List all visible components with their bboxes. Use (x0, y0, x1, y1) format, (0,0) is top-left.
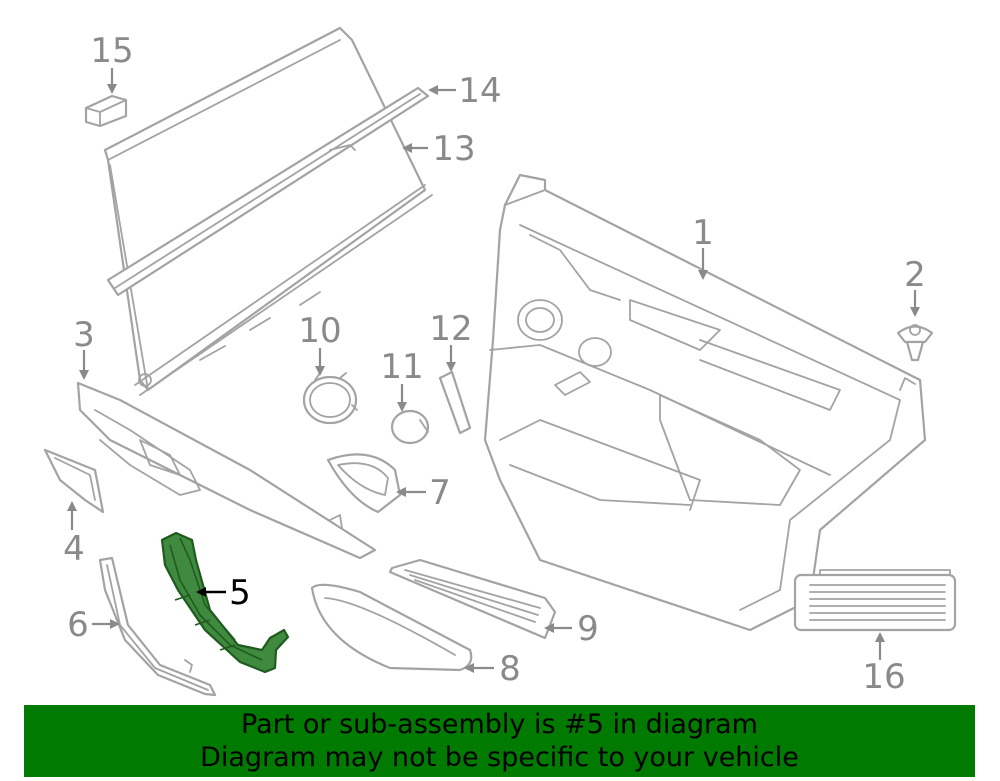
banner-line-2: Diagram may not be specific to your vehi… (200, 742, 799, 773)
callout-8: 8 (499, 649, 521, 689)
callout-6: 6 (67, 605, 89, 645)
callout-7: 7 (429, 473, 451, 513)
callout-11: 11 (380, 347, 423, 387)
leader-lines (67, 68, 920, 673)
part-1-door-panel (483, 173, 927, 632)
callout-15: 15 (90, 31, 133, 71)
callout-3: 3 (73, 315, 95, 355)
part-12-strip (438, 370, 472, 435)
part-15-clip (84, 94, 128, 128)
part-4-bezel (43, 448, 105, 514)
part-2-push-clip (896, 324, 934, 362)
part-3-trim-strip (76, 381, 377, 560)
callout-10: 10 (298, 311, 341, 351)
callout-16: 16 (862, 657, 905, 697)
part-14-rail (106, 86, 430, 297)
info-banner: Part or sub-assembly is #5 in diagram Di… (24, 705, 975, 777)
callout-1: 1 (692, 213, 714, 253)
callout-4: 4 (63, 529, 85, 569)
part-16-vent (793, 569, 957, 632)
part-7-pocket (326, 453, 402, 514)
parts-diagram: 1 2 3 4 5 6 7 8 9 10 11 12 13 14 15 16 (43, 26, 957, 697)
callout-9: 9 (577, 609, 599, 649)
callout-2: 2 (904, 255, 926, 295)
part-11-cap (390, 409, 430, 445)
callout-14: 14 (458, 71, 501, 111)
banner-line-1: Part or sub-assembly is #5 in diagram (241, 709, 758, 740)
part-13-sunshade (103, 26, 433, 396)
callout-12: 12 (429, 309, 472, 349)
part-10-round-trim (302, 372, 358, 425)
callout-13: 13 (432, 129, 475, 169)
callout-5: 5 (229, 573, 251, 613)
part-5-grab-handle (160, 531, 290, 674)
part-9-grille (388, 558, 557, 640)
